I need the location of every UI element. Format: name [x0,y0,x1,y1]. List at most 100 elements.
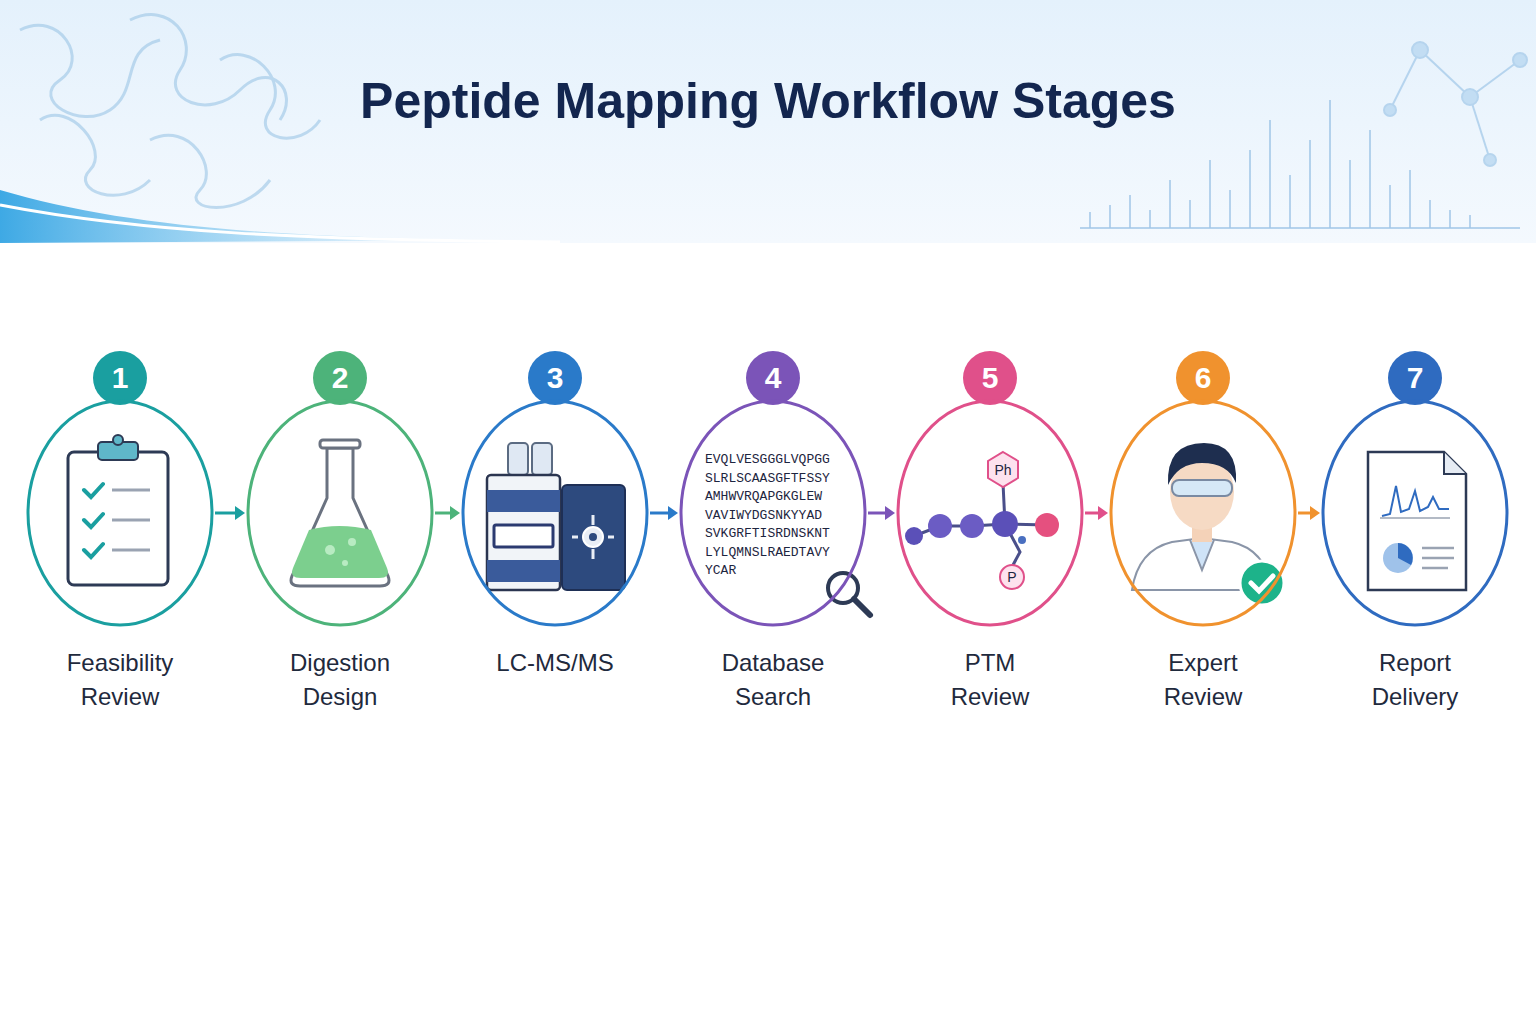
lc-ms-instrument-part [532,443,552,475]
sequence-line: SVKGRFTISRDNSKNT [705,526,830,542]
header-band-part-part [1462,89,1478,105]
lc-ms-instrument-part [562,485,625,590]
header-band-part-part [1149,210,1151,228]
flask-icon-part [325,545,335,555]
header-band-part-part [1484,154,1496,166]
header-band-part-part [1409,170,1411,228]
ptm-molecule-part [1018,536,1026,544]
header-band-part-part [1449,210,1451,228]
arrow-head [1310,506,1320,520]
badge-circles [93,351,1442,405]
lc-ms-instrument [487,443,625,590]
lc-ms-instrument-part [572,515,614,559]
clipboard-icon-part [112,490,150,550]
stage-circle [1320,388,1510,638]
report-icon-part [1422,548,1454,568]
badge-circles-part [93,351,147,405]
badge-circles-part [746,351,800,405]
stage-label: Report Delivery [1353,646,1478,714]
badge-circles-part [313,351,367,405]
sequence-line: YCAR [705,563,736,579]
scientist-icon-part [1172,480,1232,496]
header-band-part-part [1420,50,1470,97]
header-band-part-part [1080,227,1520,229]
callout-number: 2 [313,351,367,405]
stage-label: Feasibility Review [58,646,183,714]
stage-node: Expert Review [1108,388,1298,718]
header-band-part [0,0,1536,243]
header-band [0,0,1536,243]
sequence-line: LYLQMNSLRAEDTAVY [705,545,830,561]
chem-label: Ph [988,461,1018,479]
arrow-line [1085,512,1100,515]
clipboard-icon-part [68,452,168,585]
callout-number: 5 [963,351,1017,405]
header-band-part-part [1384,104,1396,116]
header-band-part-part [1309,140,1311,228]
diagram-title: Peptide Mapping Workflow Stages [0,70,1536,132]
header-band-part-part [1329,100,1331,228]
report-icon-part [1383,543,1413,573]
sequence-line: EVQLVESGGGLVQPGG [705,452,830,468]
header-band-part-part [1429,200,1431,228]
header-band-part-part [220,55,320,138]
stage-circle [460,388,650,638]
flow-arrow [1085,506,1108,520]
report-icon-part [1444,452,1466,474]
callout-number: 4 [746,351,800,405]
header-band-part-part [1369,130,1371,228]
report-icon-part [1368,452,1466,590]
ptm-molecule-part [905,527,923,545]
stage-node: Report Delivery [1320,388,1510,718]
badge-circles-part [1388,351,1442,405]
header-band-part-part [40,115,150,195]
flow-arrow [868,506,895,520]
magnifier-icon [828,573,870,615]
arrow-head [668,506,678,520]
report-icon [1368,452,1466,590]
stage-node: Digestion Design [245,388,435,718]
stage-outline [681,401,865,625]
flow-arrow [215,506,245,520]
flow-arrow [1298,506,1320,520]
lc-ms-instrument-part [494,525,553,547]
arrow-head [885,506,895,520]
ptm-molecule-part [1035,513,1059,537]
ptm-molecule-part [992,511,1018,537]
flask-icon-part [320,440,360,448]
ptm-molecule-part [1000,565,1024,589]
header-band-part-part [20,25,160,116]
ptm-molecule-part [928,514,952,538]
stage-outline [28,401,212,625]
header-band-part [1384,42,1527,166]
header-band-part-part [1209,160,1211,228]
stage-outline [1111,401,1295,625]
flow-arrow [650,506,678,520]
flow-arrow [435,506,460,520]
arrow-line [650,512,670,515]
stage-label: Digestion Design [278,646,403,714]
header-band-part-part [1349,160,1351,228]
stage-circle [245,388,435,638]
stage-circle [25,388,215,638]
ptm-molecule-part [960,514,984,538]
stage-label: PTM Review [928,646,1053,714]
header-band-part [20,15,320,208]
header-band-part-part [1469,215,1471,228]
sequence-line: VAVIWYDGSNKYYAD [705,508,822,524]
stage-outline [463,401,647,625]
header-band-part-part [1129,195,1131,228]
lc-ms-instrument-part [487,475,560,590]
scientist-icon [1132,443,1284,605]
stage-label: Database Search [711,646,836,714]
header-band-part-part [1109,205,1111,228]
scientist-icon-part [1190,540,1214,570]
lc-ms-instrument-part [508,443,528,475]
stage-node: LC-MS/MS [460,388,650,684]
flask-icon-part [291,448,389,586]
header-band-part-part [150,135,270,207]
callout-number: 3 [528,351,582,405]
callout-number: 7 [1388,351,1442,405]
stage-label: Expert Review [1141,646,1266,714]
magnifier-icon-part [854,599,870,615]
